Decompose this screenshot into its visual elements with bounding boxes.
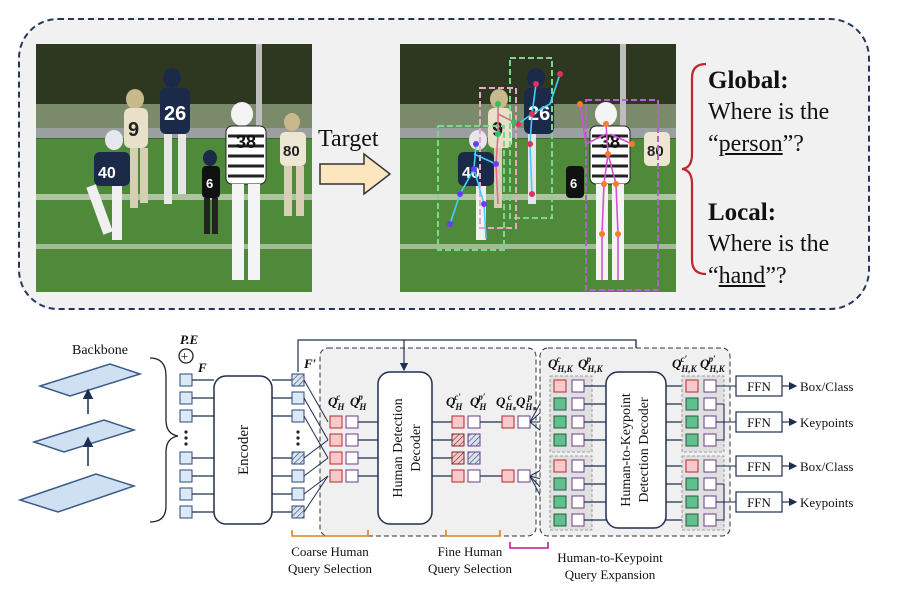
- svg-text:Detection Decoder: Detection Decoder: [637, 397, 652, 503]
- coarse-label-line1: Coarse Human: [291, 544, 369, 559]
- output-keypoints-2: Keypoints: [800, 495, 853, 510]
- global-heading: Global:: [708, 66, 878, 96]
- expansion-label-line1: Human-to-Keypoint: [557, 550, 663, 565]
- player-6: 6: [566, 166, 584, 198]
- svg-text:FFN: FFN: [747, 459, 771, 474]
- coarse-label-line2: Query Selection: [288, 561, 373, 576]
- ffn-keypoints-1: FFN: [736, 412, 782, 432]
- svg-text:+: +: [181, 350, 189, 365]
- target-label: Target: [318, 126, 379, 153]
- svg-text:6: 6: [206, 176, 213, 191]
- ffn-keypoints-2: FFN: [736, 492, 782, 512]
- expansion-label-line2: Query Expansion: [565, 567, 656, 582]
- backbone-layers: [20, 364, 140, 512]
- svg-text:FFN: FFN: [747, 495, 771, 510]
- f-label: F: [197, 360, 207, 375]
- backbone-brace: [150, 358, 178, 522]
- feature-tokens: [180, 374, 192, 518]
- svg-text:6: 6: [570, 176, 577, 191]
- svg-text:Human-to-Keypoint: Human-to-Keypoint: [619, 393, 634, 507]
- svg-text:80: 80: [647, 143, 664, 160]
- local-term: hand: [719, 263, 766, 289]
- global-term: person: [719, 131, 783, 157]
- svg-text:Human Detection: Human Detection: [391, 398, 406, 497]
- svg-text:80: 80: [283, 143, 300, 160]
- ffn-box-class-2: FFN: [736, 456, 782, 476]
- encoded-tokens: [292, 374, 304, 518]
- output-box-class-1: Box/Class: [800, 379, 853, 394]
- f-prime-label: F′: [303, 356, 317, 371]
- svg-text:9: 9: [128, 119, 139, 141]
- svg-text:40: 40: [98, 165, 116, 182]
- output-keypoints-1: Keypoints: [800, 415, 853, 430]
- expansion-bracket: [510, 542, 548, 548]
- svg-text:FFN: FFN: [747, 415, 771, 430]
- global-question-line2: “person”?: [708, 128, 878, 160]
- encoder-label: Encoder: [236, 425, 252, 475]
- svg-text:26: 26: [164, 103, 186, 125]
- pe-label: P.E: [180, 332, 199, 347]
- annotated-photo: 9 26 40 38 6 80: [400, 44, 676, 292]
- svg-text:FFN: FFN: [747, 379, 771, 394]
- svg-text:Decoder: Decoder: [409, 424, 424, 472]
- local-heading: Local:: [708, 198, 878, 228]
- backbone-label: Backbone: [72, 343, 128, 358]
- output-box-class-2: Box/Class: [800, 459, 853, 474]
- global-question-line1: Where is the: [708, 96, 878, 128]
- architecture-diagram: Backbone P.E + F Encoder F′: [0, 316, 900, 600]
- qa-block: Global: Where is the “person”? Local: Wh…: [708, 66, 878, 292]
- target-arrow-icon: [318, 152, 392, 196]
- ffn-box-class-1: FFN: [736, 376, 782, 396]
- original-photo: 9 26 40 38: [36, 44, 312, 292]
- local-question-line2: “hand”?: [708, 260, 878, 292]
- red-curly-brace: [680, 62, 710, 276]
- fine-label-line2: Query Selection: [428, 561, 513, 576]
- fine-label-line1: Fine Human: [438, 544, 503, 559]
- keypoint-detection-decoder: [606, 372, 666, 528]
- svg-text:38: 38: [236, 132, 256, 152]
- local-question-line1: Where is the: [708, 228, 878, 260]
